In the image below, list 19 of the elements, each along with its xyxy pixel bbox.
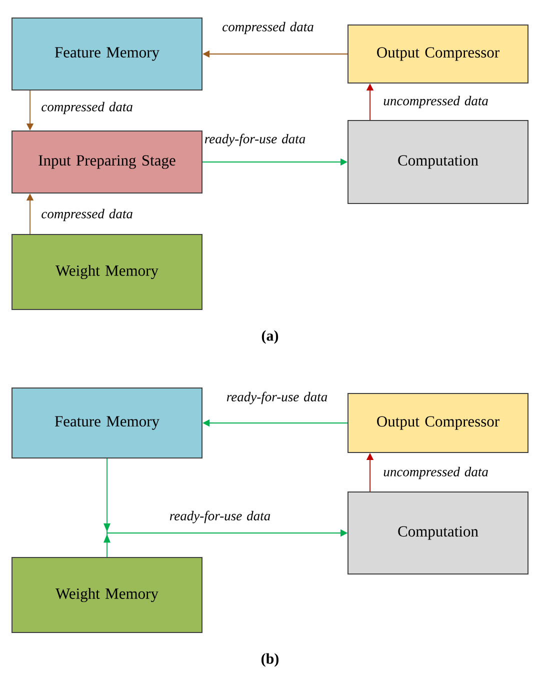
process-box: Input Preparing Stage <box>12 130 202 194</box>
edge-label: uncompressed data <box>384 466 488 480</box>
edge-label: ready-for-use data <box>226 392 328 404</box>
edge-label: compressed data <box>222 22 314 34</box>
edge-label: ready-for-use data <box>170 510 270 524</box>
process-box: Weight Memory <box>12 234 202 310</box>
edge-label: compressed data <box>42 208 132 222</box>
process-box: Weight Memory <box>12 557 202 633</box>
process-box: Output Compressor <box>348 24 528 84</box>
edge-label: uncompressed data <box>384 96 488 108</box>
process-box: Feature Memory <box>12 18 202 90</box>
process-box: Output Compressor <box>348 393 528 453</box>
process-box: Feature Memory <box>12 388 202 458</box>
process-box: Computation <box>348 120 528 204</box>
edge-label: compressed data <box>42 102 132 114</box>
edge-label: ready-for-use data <box>204 134 306 146</box>
panel-label: (a) <box>262 330 278 344</box>
panel-label: (b) <box>262 653 278 667</box>
process-box: Computation <box>348 492 528 574</box>
